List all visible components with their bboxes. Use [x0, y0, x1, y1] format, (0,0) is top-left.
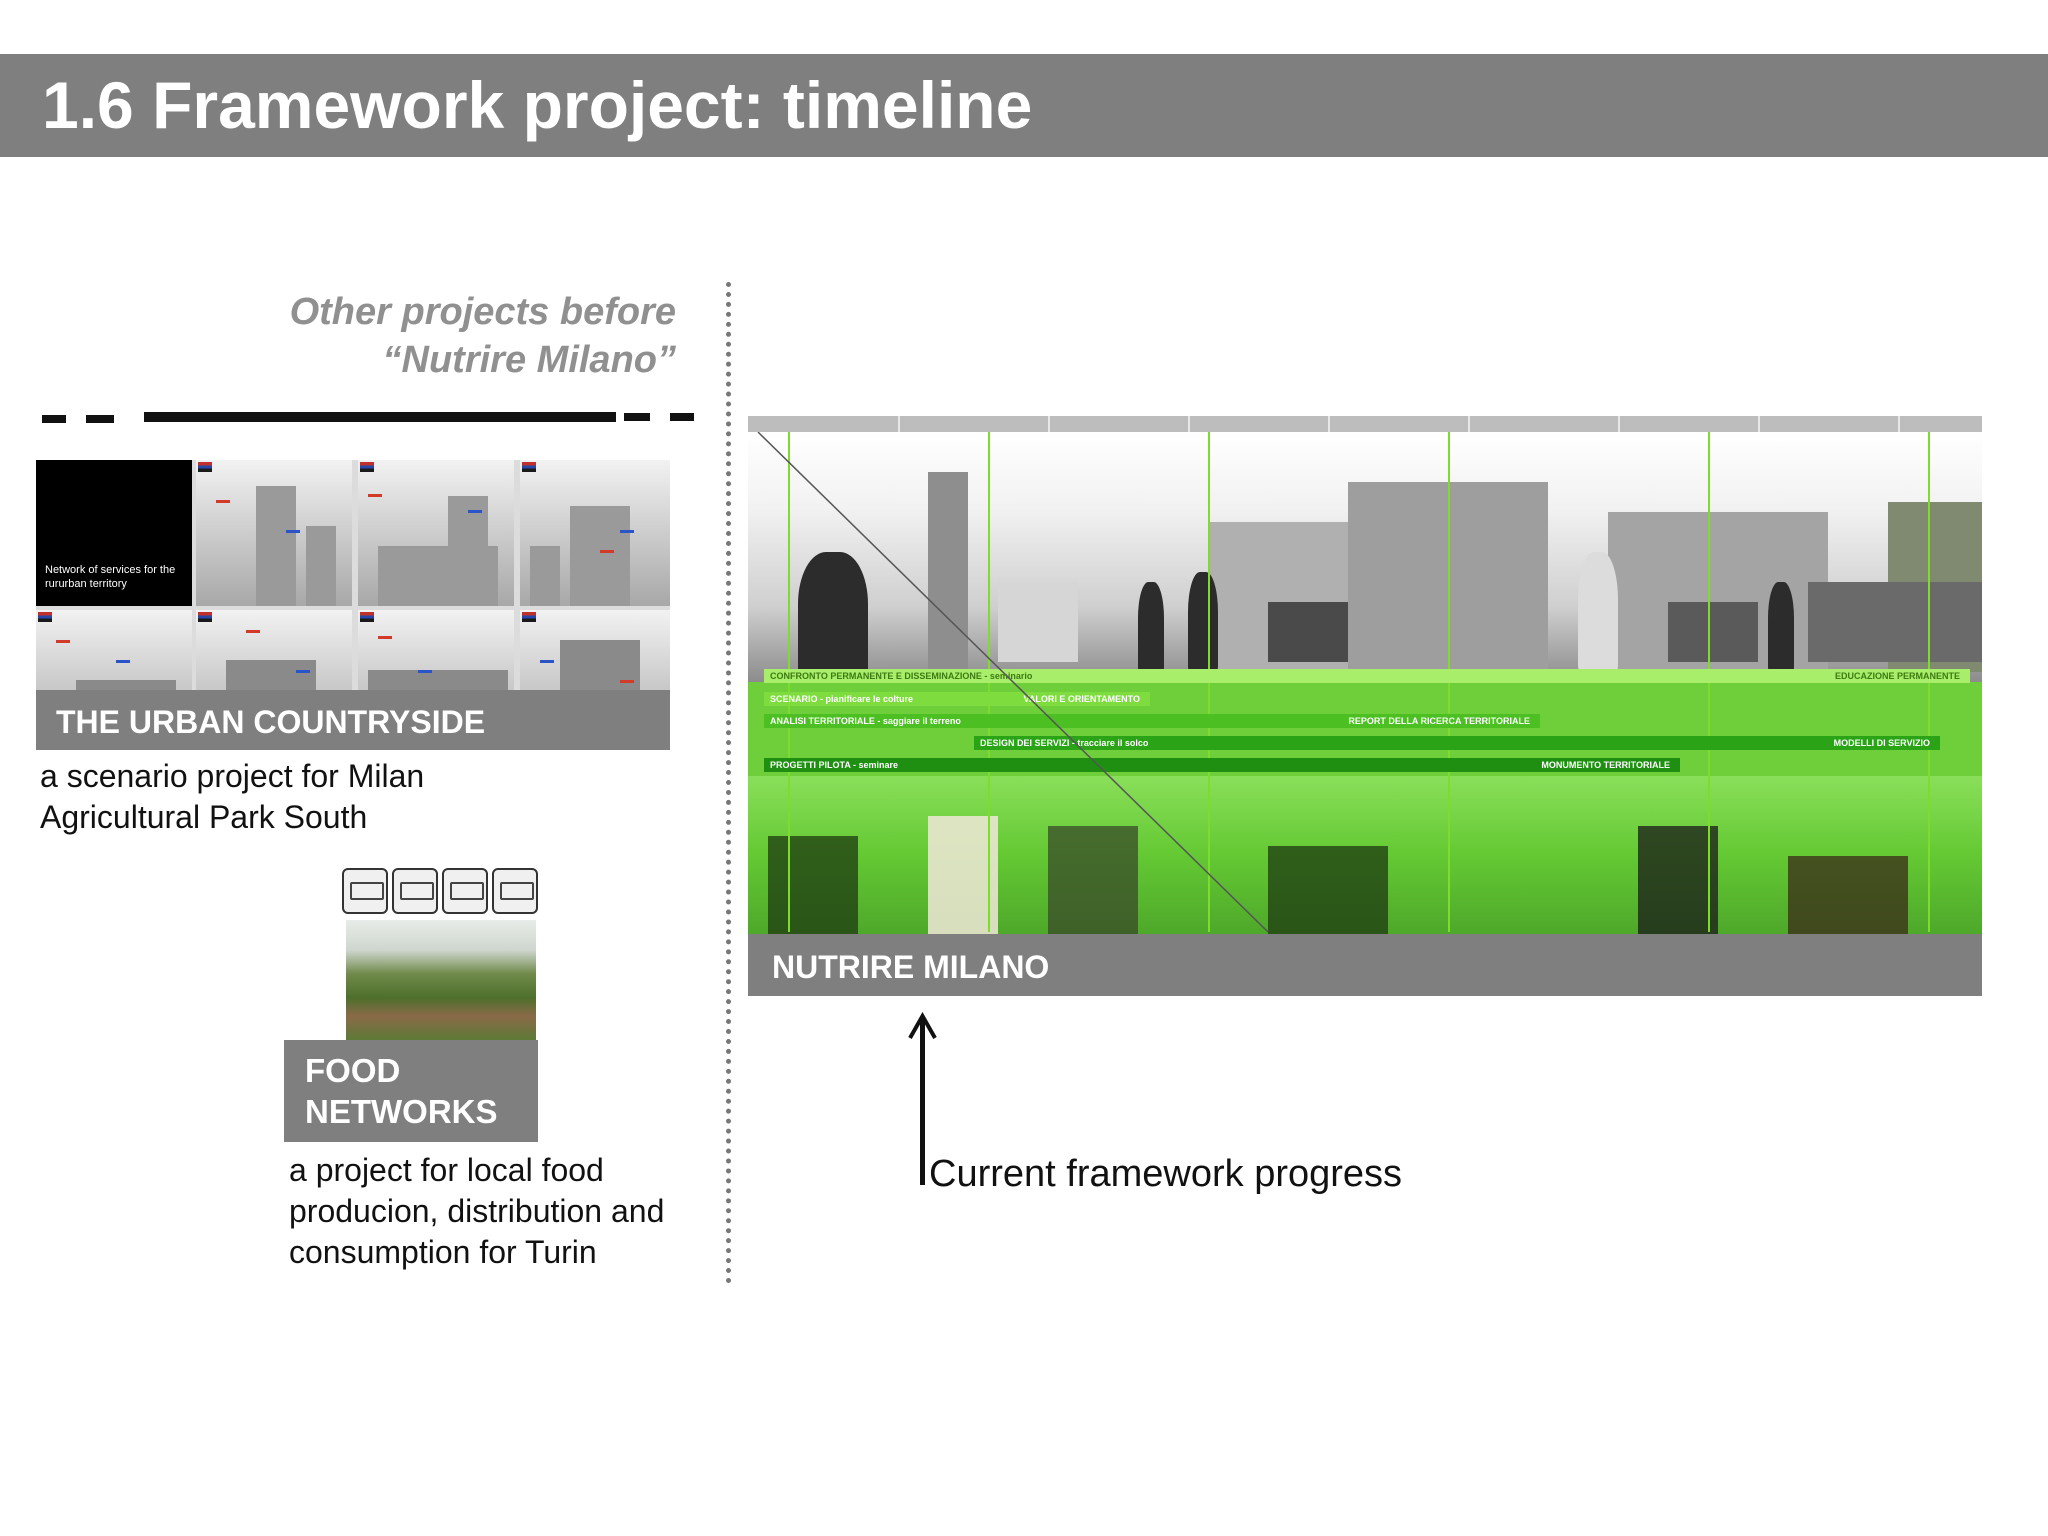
timeline-dash: [42, 415, 66, 423]
food-networks-description-line1: a project for local food: [289, 1152, 604, 1188]
countryside-photo-collage: [748, 776, 1982, 934]
urban-countryside-description: a scenario project for Milan Agricultura…: [40, 756, 424, 838]
urban-countryside-label-bar: [36, 690, 670, 750]
timeline-bar-outcome: EDUCAZIONE PERMANENTE: [1834, 671, 1960, 681]
scenario-tile: [196, 460, 352, 606]
food-networks-title-line2: NETWORKS: [305, 1093, 498, 1130]
timeline-dash: [670, 413, 694, 421]
other-projects-line1: Other projects before: [289, 291, 676, 333]
timeline-bar-label: ANALISI TERRITORIALE - saggiare il terre…: [770, 716, 961, 726]
timeline-bar-label: PROGETTI PILOTA - seminare: [770, 760, 899, 770]
title-bar: [0, 54, 2048, 157]
diagonal-line: [757, 432, 1269, 933]
urban-countryside-cover-caption: Network of services for the rururban ter…: [45, 564, 176, 590]
timeline-bar-label: SCENARIO - pianificare le colture: [770, 694, 914, 704]
food-networks-description-line2: producion, distribution and: [289, 1193, 665, 1229]
arrow-up-icon: [908, 1012, 937, 1039]
city-photo-collage: [748, 432, 1982, 682]
food-networks-description-line3: consumption for Turin: [289, 1234, 597, 1270]
nutrire-milano-label-bar: [748, 934, 1982, 996]
timeline-bar: SCENARIO - pianificare le colture VALORI…: [764, 692, 1150, 706]
scenario-tile: [520, 460, 670, 606]
scenario-tile: [358, 460, 514, 606]
urban-countryside-cover-tile: Network of services for the rururban ter…: [36, 460, 192, 606]
timeline-bar: CONFRONTO PERMANENTE E DISSEMINAZIONE - …: [764, 669, 1970, 683]
timeline-bar-outcome: VALORI E ORIENTAMENTO: [1023, 694, 1140, 704]
progress-label: Current framework progress: [929, 1153, 1403, 1195]
delivery-icon: [392, 868, 438, 914]
timeline-bar-label: CONFRONTO PERMANENTE E DISSEMINAZIONE - …: [770, 671, 1033, 681]
urban-countryside-description-line1: a scenario project for Milan: [40, 758, 425, 794]
food-networks-description: a project for local food producion, dist…: [289, 1150, 664, 1273]
timeline-bar-outcome: MONUMENTO TERRITORIALE: [1541, 760, 1670, 770]
slide-title: 1.6 Framework project: timeline: [42, 68, 1033, 142]
timeline-dash: [624, 413, 650, 421]
food-networks-photo: [346, 920, 536, 1040]
truck-icon: [492, 868, 538, 914]
other-projects-heading: Other projects before “Nutrire Milano”: [160, 288, 676, 384]
nutrire-milano-collage: CONFRONTO PERMANENTE E DISSEMINAZIONE - …: [748, 416, 1982, 934]
food-networks-label-bar: [284, 1040, 538, 1142]
progress-arrow-shaft: [920, 1020, 925, 1185]
other-projects-line2: “Nutrire Milano”: [382, 339, 676, 381]
urban-countryside-description-line2: Agricultural Park South: [40, 799, 368, 835]
market-stall-icon: [342, 868, 388, 914]
crates-icon: [442, 868, 488, 914]
timeline-bar: DESIGN DEI SERVIZI - tracciare il solco …: [974, 736, 1940, 750]
timeline-bar: ANALISI TERRITORIALE - saggiare il terre…: [764, 714, 1540, 728]
timeline-bar-label: DESIGN DEI SERVIZI - tracciare il solco: [980, 738, 1149, 748]
timeline-bar-outcome: REPORT DELLA RICERCA TERRITORIALE: [1348, 716, 1530, 726]
timeline-divider: [726, 282, 731, 1284]
timeline-ruler: [748, 416, 1982, 432]
food-networks-title: FOOD NETWORKS: [305, 1050, 498, 1132]
timeline-line: [144, 412, 616, 422]
urban-countryside-title: THE URBAN COUNTRYSIDE: [56, 704, 486, 740]
food-networks-title-line1: FOOD: [305, 1052, 401, 1089]
nutrire-milano-title: NUTRIRE MILANO: [772, 949, 1050, 985]
food-networks-icons: [342, 868, 538, 916]
timeline-bar: PROGETTI PILOTA - seminare MONUMENTO TER…: [764, 758, 1680, 772]
timeline-bar-outcome: MODELLI DI SERVIZIO: [1833, 738, 1930, 748]
timeline-dash: [86, 415, 114, 423]
